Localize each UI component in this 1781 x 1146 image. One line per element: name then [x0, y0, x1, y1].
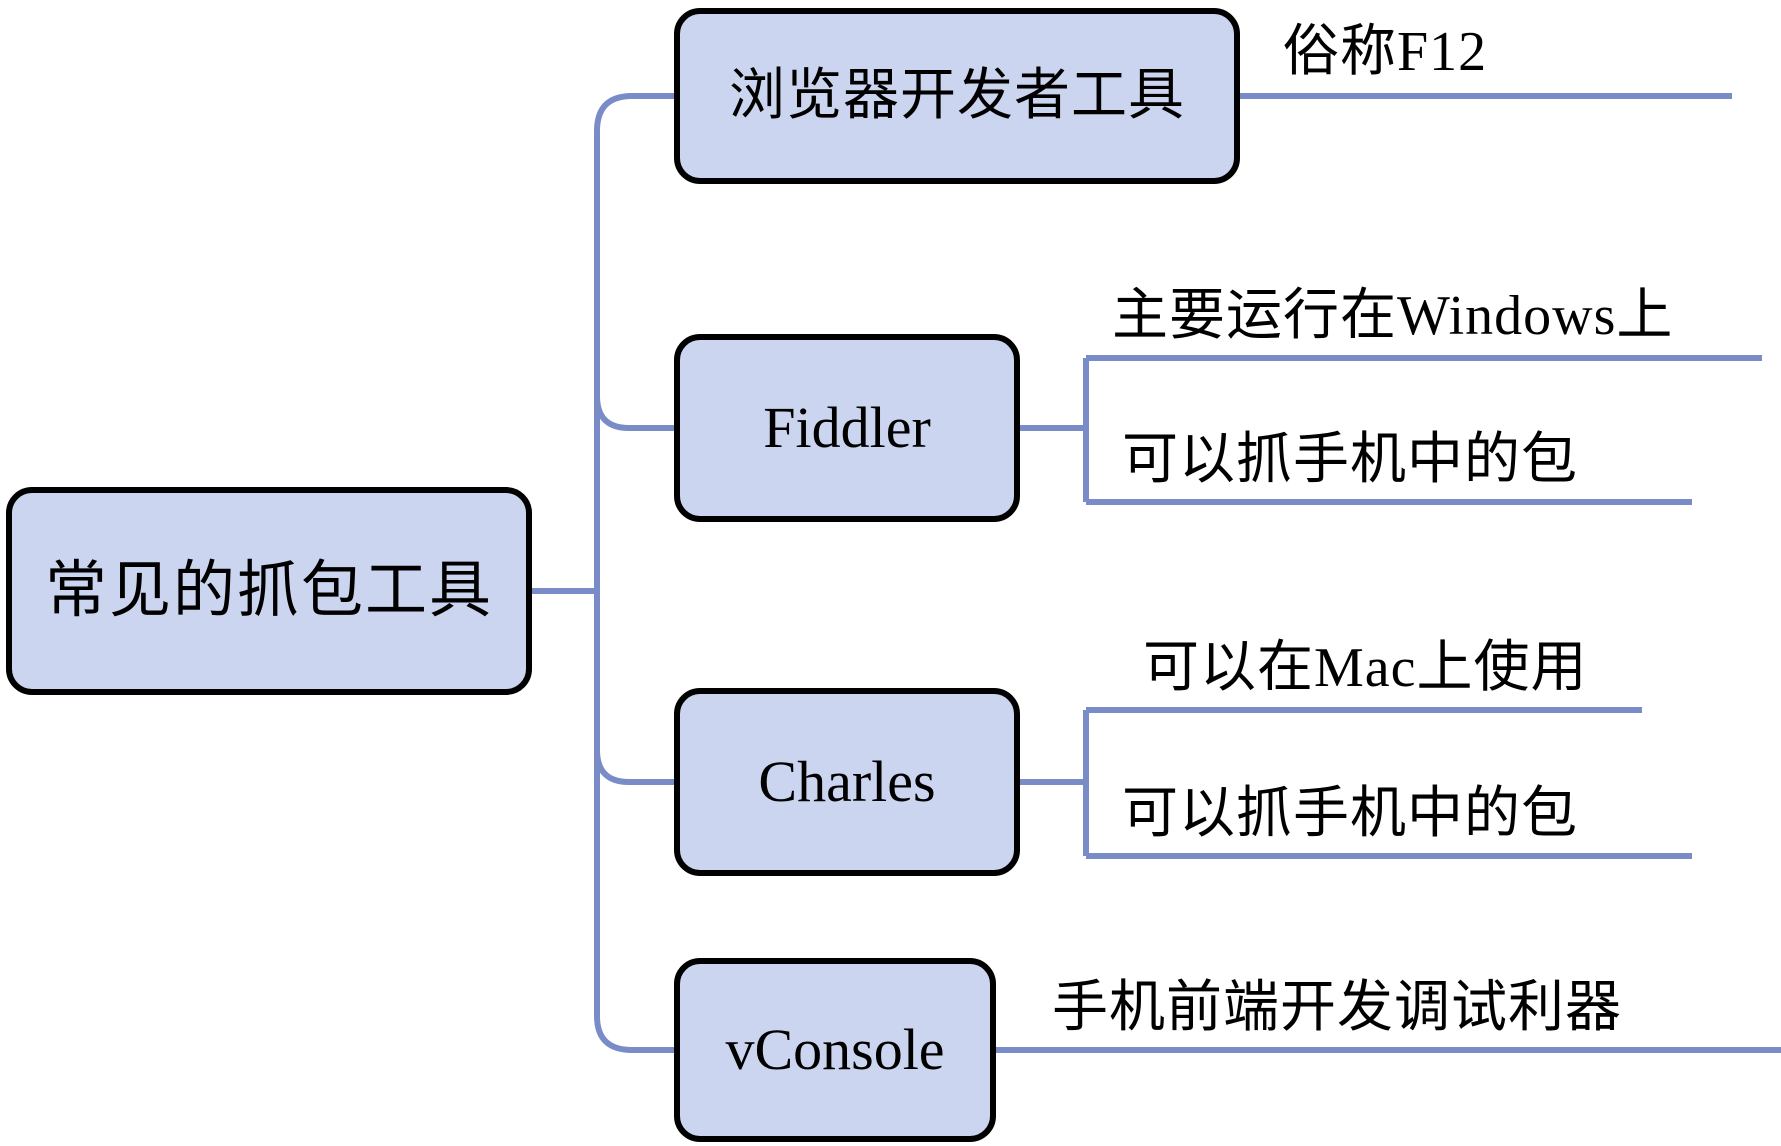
branch-node-devtools-label: 浏览器开发者工具 — [729, 65, 1185, 127]
branch-node-charles-label: Charles — [758, 749, 936, 814]
branch-node-vconsole: vConsole — [674, 958, 996, 1142]
connector-trunk — [594, 93, 674, 1053]
branch-node-devtools: 浏览器开发者工具 — [674, 8, 1240, 184]
branch-node-charles: Charles — [674, 688, 1020, 876]
leaf-label-charles-mac: 可以在Mac上使用 — [1143, 637, 1588, 699]
connector-fork-fiddler — [594, 395, 674, 431]
leaf-label-charles-phone-capture: 可以抓手机中的包 — [1122, 783, 1578, 845]
branch-node-fiddler-label: Fiddler — [763, 395, 931, 460]
leaf-label-fiddler-windows: 主要运行在Windows上 — [1112, 285, 1674, 347]
leaf-label-vconsole-tool: 手机前端开发调试利器 — [1052, 977, 1622, 1039]
root-node-label: 常见的抓包工具 — [44, 557, 493, 625]
leaf-label-fiddler-phone-capture: 可以抓手机中的包 — [1122, 429, 1578, 491]
branch-node-vconsole-label: vConsole — [725, 1017, 945, 1082]
branch-node-fiddler: Fiddler — [674, 334, 1020, 522]
connector-fork-charles — [594, 749, 674, 785]
root-node: 常见的抓包工具 — [6, 487, 532, 695]
leaf-label-f12: 俗称F12 — [1283, 21, 1488, 83]
